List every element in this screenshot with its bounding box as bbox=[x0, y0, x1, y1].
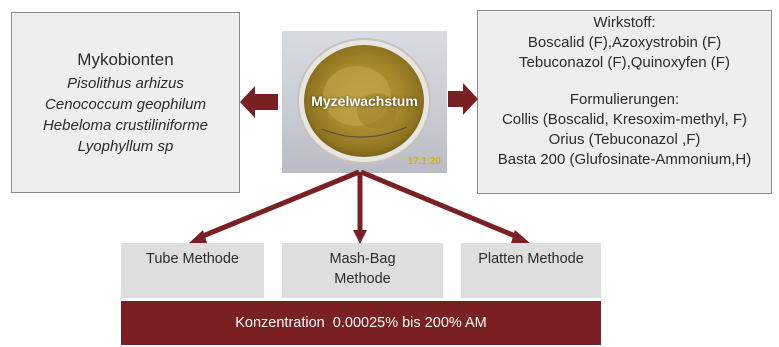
formulation-line: Basta 200 (Glufosinate-Ammonium,H) bbox=[497, 151, 752, 168]
arrowhead-right bbox=[511, 230, 531, 244]
concentration-text: Konzentration 0.00025% bis 200% AM bbox=[235, 315, 487, 331]
species-item: Hebeloma crustiliniforme bbox=[42, 116, 209, 134]
concentration-bar: Konzentration 0.00025% bis 200% AM bbox=[121, 301, 601, 345]
substances-heading: Wirkstoff: bbox=[593, 14, 656, 31]
branch-arrow-left bbox=[197, 169, 360, 241]
branch-arrow-right bbox=[360, 169, 521, 241]
method-tube: Tube Methode bbox=[121, 243, 264, 298]
method-label-line: Mash-Bag bbox=[329, 251, 396, 267]
formulation-line: Orius (Tebuconazol ,F) bbox=[548, 131, 701, 148]
species-item: Pisolithus arhizus bbox=[67, 74, 184, 92]
photo-date: 17.1.20 bbox=[407, 156, 441, 167]
petri-dish-photo: Myzelwachstum 17.1.20 bbox=[282, 31, 447, 173]
formulations-heading: Formulierungen: bbox=[569, 91, 680, 108]
method-label: Tube Methode bbox=[146, 251, 239, 267]
right-block-arrow bbox=[448, 83, 478, 115]
petri-dish-image bbox=[297, 38, 431, 164]
method-platten: Platten Methode bbox=[461, 243, 601, 298]
method-label-line: Methode bbox=[334, 271, 391, 287]
center-label: Myzelwachstum bbox=[311, 93, 418, 109]
method-mash-bag: Mash-Bag Methode bbox=[282, 243, 443, 298]
mycobionts-title: Mykobionten bbox=[77, 49, 174, 69]
left-block-arrow bbox=[240, 86, 278, 118]
species-item: Lyophyllum sp bbox=[77, 137, 174, 155]
substance-line: Tebuconazol (F),Quinoxyfen (F) bbox=[519, 54, 730, 71]
arrowhead-left bbox=[188, 230, 207, 244]
formulation-line: Collis (Boscalid, Kresoxim-methyl, F) bbox=[501, 111, 748, 128]
mycobionts-box: Mykobionten Pisolithus arhizus Cenococcu… bbox=[11, 12, 240, 193]
method-label: Platten Methode bbox=[478, 251, 584, 267]
arrowhead-center bbox=[353, 230, 367, 244]
substances-box: Wirkstoff: Boscalid (F),Azoxystrobin (F)… bbox=[477, 10, 772, 194]
species-item: Cenococcum geophilum bbox=[45, 95, 206, 113]
substance-line: Boscalid (F),Azoxystrobin (F) bbox=[527, 34, 722, 51]
